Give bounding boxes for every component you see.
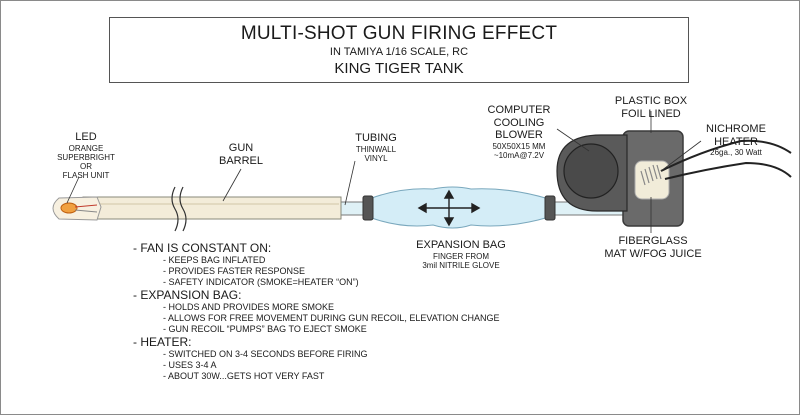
fiberglass-mat	[634, 160, 670, 200]
heater-label: NICHROME HEATER 26ga., 30 Watt	[696, 123, 776, 157]
gun-barrel-label-line: BARREL	[218, 154, 264, 167]
heater-label-line: HEATER	[714, 135, 758, 148]
blower-leader-line	[556, 128, 590, 152]
blower-spec: ~10mA@7.2V	[493, 151, 545, 161]
led-label-line: SUPERBRIGHT	[57, 152, 115, 162]
heater-leader-line	[660, 140, 702, 172]
gun-barrel-label: GUN BARREL	[216, 142, 266, 167]
box-label: PLASTIC BOX FOIL LINED	[611, 95, 691, 120]
led-label-line: FLASH UNIT	[62, 171, 110, 181]
blower-label-line: BLOWER	[495, 129, 543, 142]
expansion-arrows-icon	[417, 189, 481, 227]
gun-barrel-label-line: GUN	[228, 142, 254, 154]
note-item: - GUN RECOIL “PUMPS” BAG TO EJECT SMOKE	[163, 324, 367, 334]
nichrome-heater-coil	[640, 164, 662, 186]
blower-spec: 50X50X15 MM	[492, 141, 546, 151]
box-label-line: PLASTIC BOX	[614, 95, 688, 107]
note-heading: - FAN IS CONSTANT ON:	[133, 241, 272, 255]
barrel-leader-line	[222, 168, 242, 202]
box-label-line: FOIL LINED	[621, 107, 681, 120]
note-item: - ABOUT 30W...GETS HOT VERY FAST	[163, 371, 325, 381]
led-leader-line	[66, 176, 80, 204]
note-item: - USES 3-4 A	[163, 360, 217, 370]
fiberglass-label-line: FIBERGLASS	[618, 235, 688, 247]
gun-barrel	[82, 196, 342, 220]
blower-label-line: COOLING	[493, 116, 545, 129]
notes-list: - FAN IS CONSTANT ON: - KEEPS BAG INFLAT…	[133, 241, 500, 382]
bag-label-title: EXPANSION BAG	[416, 239, 506, 251]
bag-label-line: 3mil NITRILE GLOVE	[422, 260, 500, 270]
note-item: - SWITCHED ON 3-4 SECONDS BEFORE FIRING	[163, 349, 368, 359]
tubing-label-line: VINYL	[364, 153, 388, 163]
bag-label-line: FINGER FROM	[433, 251, 489, 261]
led-bulb	[60, 202, 78, 214]
blower-label-line: COMPUTER	[487, 104, 551, 116]
tubing-leader-line	[344, 160, 356, 206]
note-item: - HOLDS AND PROVIDES MORE SMOKE	[163, 302, 335, 312]
diagram-subtitle-tank: KING TIGER TANK	[334, 60, 464, 77]
led-label-line: OR	[80, 162, 92, 172]
tubing-label-title: TUBING	[355, 132, 397, 144]
blower-fan	[563, 143, 619, 199]
blower-label: COMPUTER COOLING BLOWER 50X50X15 MM ~10m…	[479, 104, 559, 160]
barrel-break-mark	[171, 186, 179, 232]
led-label-title: LED	[75, 131, 97, 143]
bag-label: EXPANSION BAG FINGER FROM 3mil NITRILE G…	[406, 239, 516, 270]
note-item: - PROVIDES FASTER RESPONSE	[163, 266, 306, 276]
led-label: LED ORANGE SUPERBRIGHT OR FLASH UNIT	[56, 131, 116, 180]
bag-clamp-right	[544, 195, 556, 221]
fiberglass-label: FIBERGLASS MAT W/FOG JUICE	[601, 235, 705, 260]
note-heading: - EXPANSION BAG:	[133, 288, 242, 302]
diagram-title: MULTI-SHOT GUN FIRING EFFECT	[240, 23, 558, 44]
heater-wire	[664, 161, 792, 180]
fiberglass-label-line: MAT W/FOG JUICE	[604, 247, 702, 260]
title-box: MULTI-SHOT GUN FIRING EFFECT IN TAMIYA 1…	[109, 17, 689, 83]
note-item: - ALLOWS FOR FREE MOVEMENT DURING GUN RE…	[163, 313, 500, 323]
barrel-break-mark	[179, 186, 187, 232]
diagram-subtitle: IN TAMIYA 1/16 SCALE, RC	[329, 46, 469, 58]
heater-spec: 26ga., 30 Watt	[710, 148, 762, 158]
note-item: - SAFETY INDICATOR (SMOKE=HEATER “ON”)	[163, 277, 359, 287]
heater-label-line: NICHROME	[706, 123, 766, 135]
tubing-label-line: THINWALL	[355, 144, 397, 154]
note-heading: - HEATER:	[133, 335, 192, 349]
heater-wire	[660, 139, 792, 172]
led-label-line: ORANGE	[68, 143, 104, 153]
tubing-label: TUBING THINWALL VINYL	[346, 132, 406, 163]
bag-clamp-left	[362, 195, 374, 221]
note-item: - KEEPS BAG INFLATED	[163, 255, 266, 265]
